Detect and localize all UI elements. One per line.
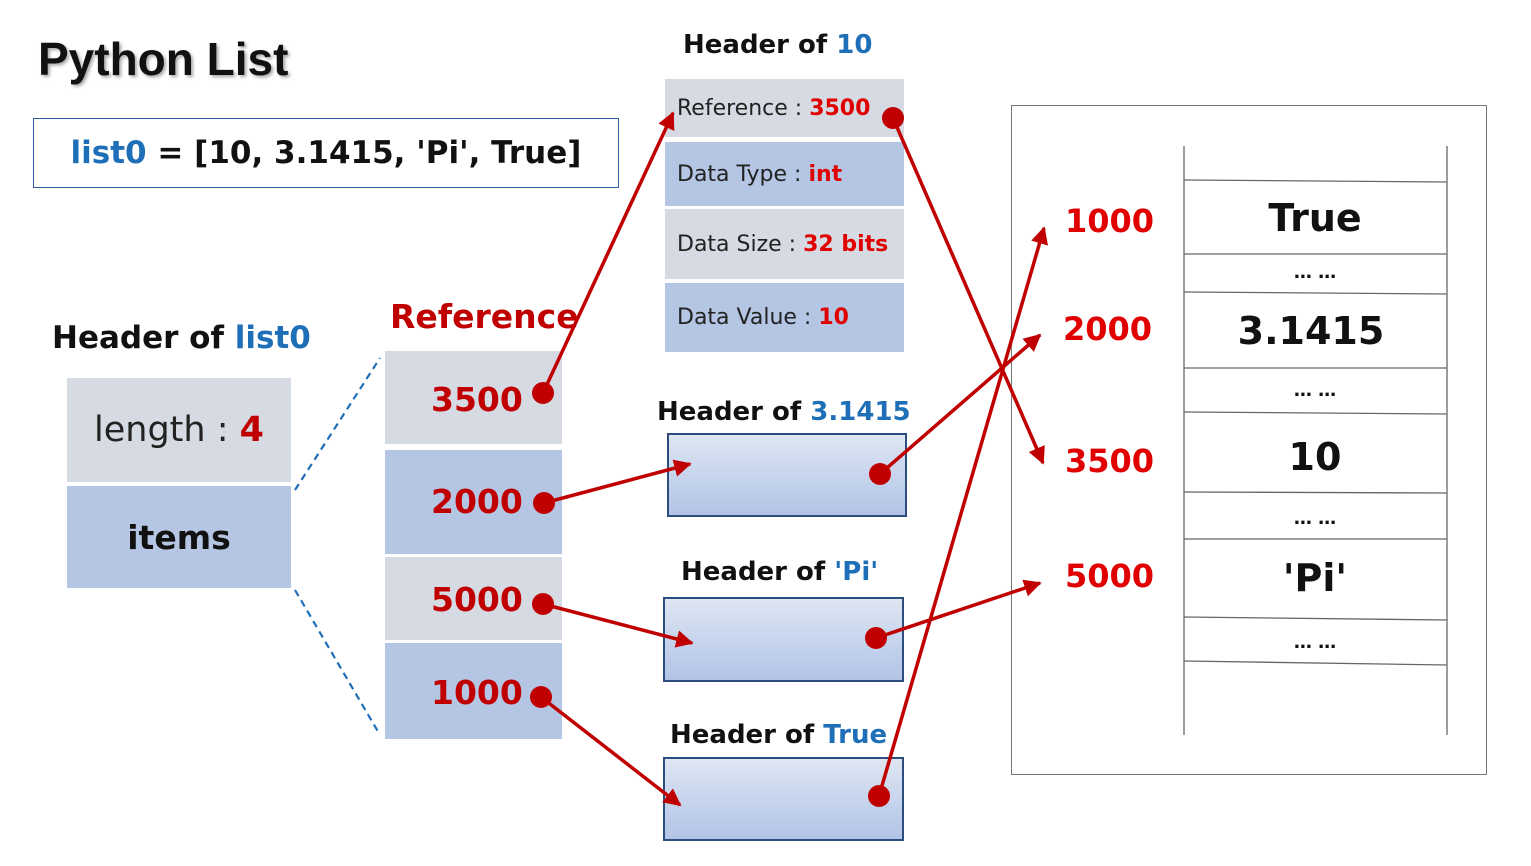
reference-value: 1000 <box>431 673 523 712</box>
memory-address: 1000 <box>1065 202 1155 240</box>
row-value: int <box>808 161 843 187</box>
row-label: Data Type : <box>677 161 809 187</box>
reference-value: 3500 <box>431 380 523 419</box>
int-header-row: Reference : 3500 <box>665 79 904 137</box>
bool-header-title: Header of True <box>670 720 887 750</box>
memory-value: True <box>1268 196 1362 240</box>
row-label: Reference : <box>677 95 810 121</box>
memory-ellipsis: … … <box>1293 508 1337 529</box>
code-box: list0 = [10, 3.1415, 'Pi', True] <box>33 118 619 188</box>
str-header-title: Header of 'Pi' <box>681 557 878 587</box>
reference-title: Reference <box>390 297 579 336</box>
row-value: 3500 <box>809 95 871 121</box>
length-label: length : <box>94 410 240 450</box>
page-title: Python List <box>38 33 289 85</box>
float-header-title: Header of 3.1415 <box>657 397 911 427</box>
int-header-row: Data Value : 10 <box>665 283 904 352</box>
str-header-box <box>663 597 904 682</box>
memory-address: 3500 <box>1065 442 1155 480</box>
list-header-prefix: Header of <box>52 320 235 356</box>
float-header-name: 3.1415 <box>810 397 911 427</box>
row-label: Data Value : <box>677 305 819 330</box>
int-header-name: 10 <box>836 30 873 60</box>
memory-value: 3.1415 <box>1237 309 1385 353</box>
str-header-name: 'Pi' <box>834 557 879 587</box>
code-variable: list0 <box>70 135 147 171</box>
memory-address: 2000 <box>1063 310 1153 348</box>
items-label: items <box>127 517 231 557</box>
memory-value: 'Pi' <box>1282 556 1348 600</box>
float-header-box <box>667 433 907 517</box>
reference-value: 2000 <box>431 482 523 521</box>
int-header-row: Data Size : 32 bits <box>665 209 904 279</box>
reference-cell <box>385 450 562 554</box>
memory-address: 5000 <box>1065 557 1155 595</box>
list-header-name: list0 <box>234 320 311 356</box>
zoom-line-bottom <box>294 589 381 736</box>
float-header-prefix: Header of <box>657 397 811 427</box>
row-value: 10 <box>818 305 849 330</box>
bool-header-name: True <box>823 720 888 750</box>
row-label: Data Size : <box>677 231 804 257</box>
length-value: 4 <box>239 410 264 450</box>
bool-header-prefix: Header of <box>670 720 824 750</box>
zoom-line-top <box>294 357 381 491</box>
memory-value: 10 <box>1288 435 1342 479</box>
int-header-prefix: Header of <box>683 30 837 60</box>
reference-value: 5000 <box>431 580 523 619</box>
length-field: length : 4 <box>67 378 291 482</box>
list-header-title: Header of list0 <box>52 320 311 356</box>
memory-ellipsis: … … <box>1293 262 1337 283</box>
int-header-row: Data Type : int <box>665 142 904 206</box>
int-header-title: Header of 10 <box>683 30 872 60</box>
bool-header-box <box>663 757 904 841</box>
items-field: items <box>67 486 291 588</box>
str-header-prefix: Header of <box>681 557 835 587</box>
memory-ellipsis: … … <box>1293 632 1337 653</box>
code-expression: = [10, 3.1415, 'Pi', True] <box>146 135 582 171</box>
row-value: 32 bits <box>803 231 889 257</box>
memory-ellipsis: … … <box>1293 380 1337 401</box>
